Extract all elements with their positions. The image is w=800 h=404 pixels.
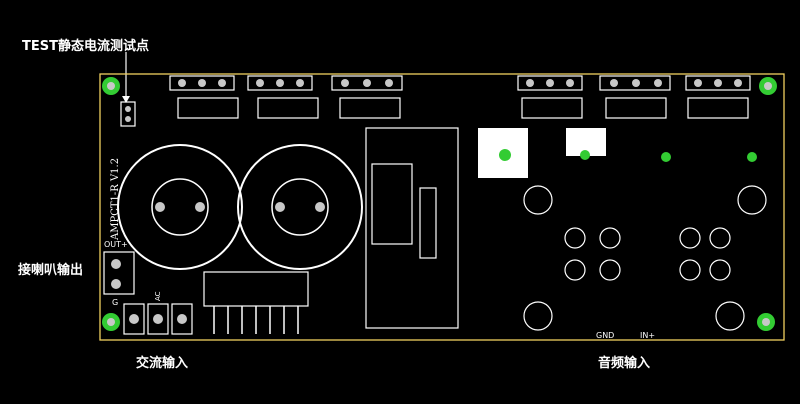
test-point-arrowhead: [122, 96, 130, 103]
filter-capacitor-right-inner: [271, 178, 329, 236]
transistor-q6: [709, 227, 731, 249]
ac-terminal-2: [147, 303, 169, 335]
ground-silkscreen: G: [112, 298, 118, 307]
capacitor-c2: [737, 185, 767, 215]
rectifier-heatsink: [203, 271, 309, 307]
pad: [526, 79, 534, 87]
gnd-silkscreen: GND: [596, 331, 614, 340]
filter-capacitor-pads: [155, 202, 325, 212]
mounting-hole-bottom-right-inner: [762, 318, 770, 326]
test-point-label: TEST静态电流测试点: [22, 39, 149, 54]
capacitor-c4: [715, 301, 745, 331]
transistor-strip-5: [599, 75, 671, 91]
resistor-r3: [339, 97, 401, 119]
small-components: [523, 185, 767, 331]
pad: [177, 314, 187, 324]
pad: [296, 79, 304, 87]
transistor-q8: [709, 259, 731, 281]
audio-input-label: 音频输入: [598, 356, 651, 371]
relay-region: [365, 127, 459, 329]
relay: [371, 163, 413, 245]
transistor-q2: [599, 227, 621, 249]
resistor-r4: [521, 97, 583, 119]
pad: [178, 79, 186, 87]
ac-terminal-1: [123, 303, 145, 335]
pad: [546, 79, 554, 87]
pad: [153, 314, 163, 324]
pad: [694, 79, 702, 87]
ac-terminal-3: [171, 303, 193, 335]
pad: [111, 259, 121, 269]
capacitor-c1: [523, 185, 553, 215]
out-plus-silkscreen: OUT+: [104, 240, 128, 249]
mounting-hole-top-left-inner: [107, 82, 115, 90]
resistor-r2: [257, 97, 319, 119]
pad: [198, 79, 206, 87]
pad: [155, 202, 165, 212]
transistor-strip-6: [685, 75, 751, 91]
ac-silkscreen: AC: [154, 291, 162, 301]
top-pads: [178, 79, 742, 87]
transistor-q1: [564, 227, 586, 249]
ac-input-label: 交流输入: [136, 356, 189, 371]
pad: [275, 202, 285, 212]
mounting-point: [747, 152, 757, 162]
test-point-pad-2: [125, 116, 131, 122]
transistor-strip-1: [169, 75, 235, 91]
pad: [315, 202, 325, 212]
transistor-q4: [599, 259, 621, 281]
transistor-strip-4: [517, 75, 583, 91]
filter-capacitor-left-inner: [151, 178, 209, 236]
pad: [714, 79, 722, 87]
transistor-strip-3: [331, 75, 403, 91]
pad: [385, 79, 393, 87]
model-silkscreen: AMPCT1-R V1.2: [110, 158, 121, 241]
test-point-pad-1: [125, 106, 131, 112]
mounting-hole-top-right-inner: [764, 82, 772, 90]
filter-capacitor-right: [237, 144, 363, 270]
heatsink-fins: [213, 306, 299, 334]
resistor-r6: [687, 97, 749, 119]
transistor-q5: [679, 227, 701, 249]
pad: [734, 79, 742, 87]
pad: [632, 79, 640, 87]
resistor-r5: [605, 97, 667, 119]
emitter-resistors: [177, 97, 749, 119]
pad: [654, 79, 662, 87]
resistor-r1: [177, 97, 239, 119]
board-outline: [99, 73, 785, 341]
pad: [566, 79, 574, 87]
mounting-hole-bottom-left-inner: [107, 318, 115, 326]
pad: [610, 79, 618, 87]
transistor-q3: [564, 259, 586, 281]
pad: [341, 79, 349, 87]
ac-input-terminals: [123, 303, 193, 335]
mounting-holes: [102, 77, 777, 331]
test-point-component: [120, 101, 136, 127]
filter-capacitor-left: [117, 144, 243, 270]
transistor-q7: [679, 259, 701, 281]
mounting-point: [661, 152, 671, 162]
speaker-output-connector: [103, 251, 135, 295]
mounting-point: [499, 149, 511, 161]
transistor-strip-2: [247, 75, 313, 91]
filter-capacitors: [117, 144, 363, 270]
pad: [218, 79, 226, 87]
pad: [111, 279, 121, 289]
pad: [363, 79, 371, 87]
pad: [129, 314, 139, 324]
pad: [276, 79, 284, 87]
capacitor-c3: [523, 301, 553, 331]
mounting-point: [580, 150, 590, 160]
top-left-transistor-strips: [169, 75, 751, 91]
pad: [256, 79, 264, 87]
pad: [195, 202, 205, 212]
in-plus-silkscreen: IN+: [640, 331, 655, 340]
speaker-output-label: 接喇叭输出: [18, 263, 84, 278]
ic-header: [419, 187, 437, 259]
